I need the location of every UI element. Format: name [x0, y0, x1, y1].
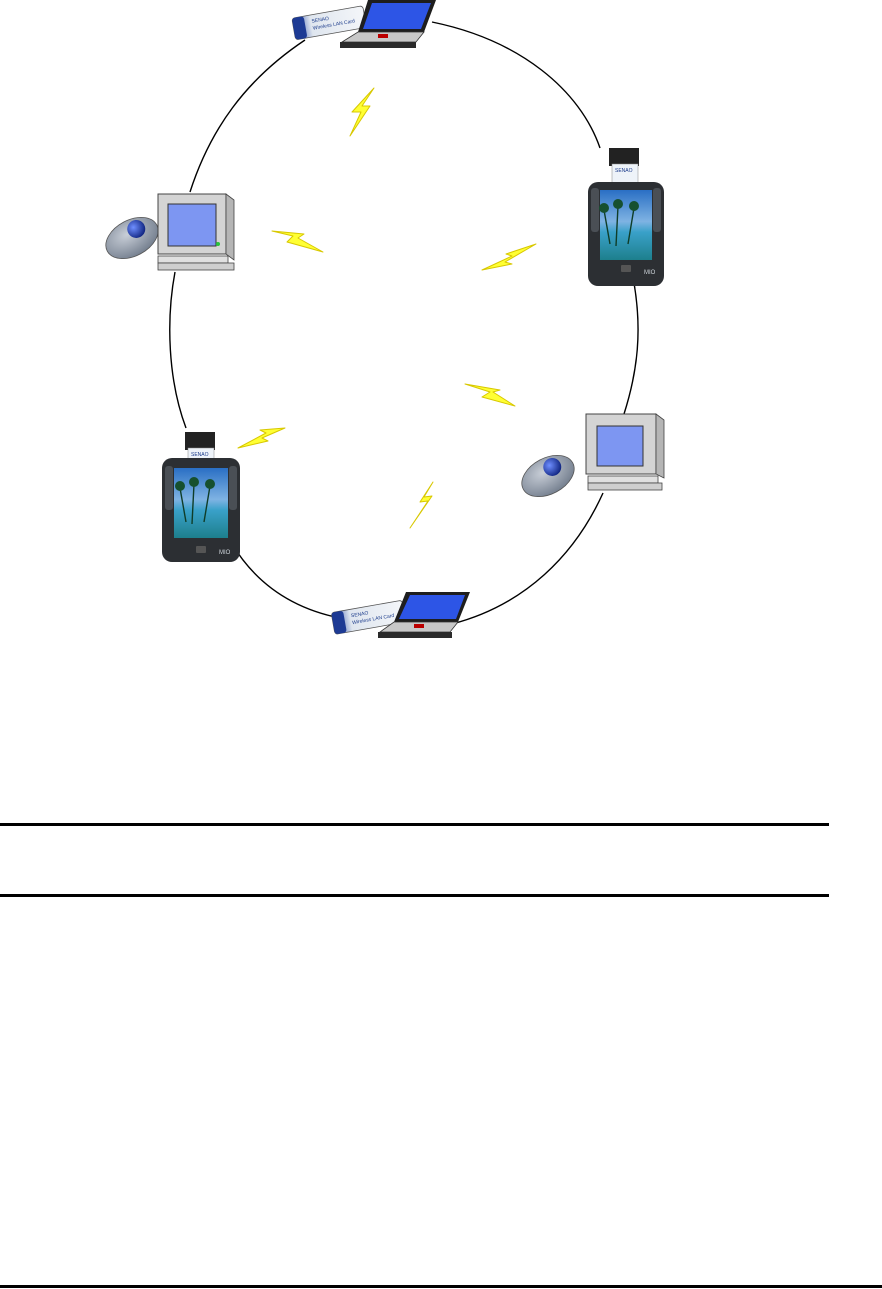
card-brand-label: SENAO [615, 168, 633, 174]
desktop-left-node [99, 194, 234, 270]
link-desktop-left-to-laptop-top [190, 40, 305, 192]
pda-right-node: SENAO MIO [588, 148, 664, 286]
pda-left-node: SENAO MIO [162, 432, 240, 562]
laptop-bottom-node: SENAO Wireless LAN Card [331, 592, 470, 638]
usb-adapter-icon [99, 209, 165, 267]
signal-bolts [238, 88, 536, 528]
pda-brand-label: MIO [644, 270, 656, 276]
usb-adapter-icon [515, 447, 581, 505]
link-laptop-top-to-pda-right [432, 22, 600, 148]
link-pda-left-to-desktop-left [170, 272, 186, 428]
desktop-right-node [515, 414, 664, 505]
wireless-card-in-pda: SENAO [609, 148, 639, 186]
laptop-top-node: SENAO Wireless LAN Card [292, 0, 436, 48]
link-pda-right-to-desktop-right [624, 283, 638, 414]
desktop-computer-icon [586, 414, 664, 490]
pda-icon: MIO [588, 182, 664, 286]
lightning-bolt-icon [465, 384, 515, 406]
page-bottom-rule [0, 1285, 882, 1288]
pda-brand-label: MIO [219, 550, 231, 556]
link-desktop-right-to-laptop-bottom [452, 493, 603, 624]
lightning-bolt-icon [272, 231, 323, 252]
lightning-bolt-icon [238, 428, 285, 448]
pda-icon: MIO [162, 458, 240, 562]
lightning-bolt-icon [410, 482, 433, 528]
ring-links [170, 22, 638, 624]
table-top-rule [0, 823, 829, 826]
lightning-bolt-icon [482, 244, 536, 270]
link-laptop-bottom-to-pda-left [232, 544, 340, 618]
table-bottom-rule [0, 894, 829, 897]
lightning-bolt-icon [350, 88, 374, 136]
desktop-computer-icon [158, 194, 234, 270]
wireless-adhoc-network-diagram: SENAO Wireless LAN Card SENAO [0, 0, 882, 700]
card-brand-label: SENAO [191, 452, 209, 458]
